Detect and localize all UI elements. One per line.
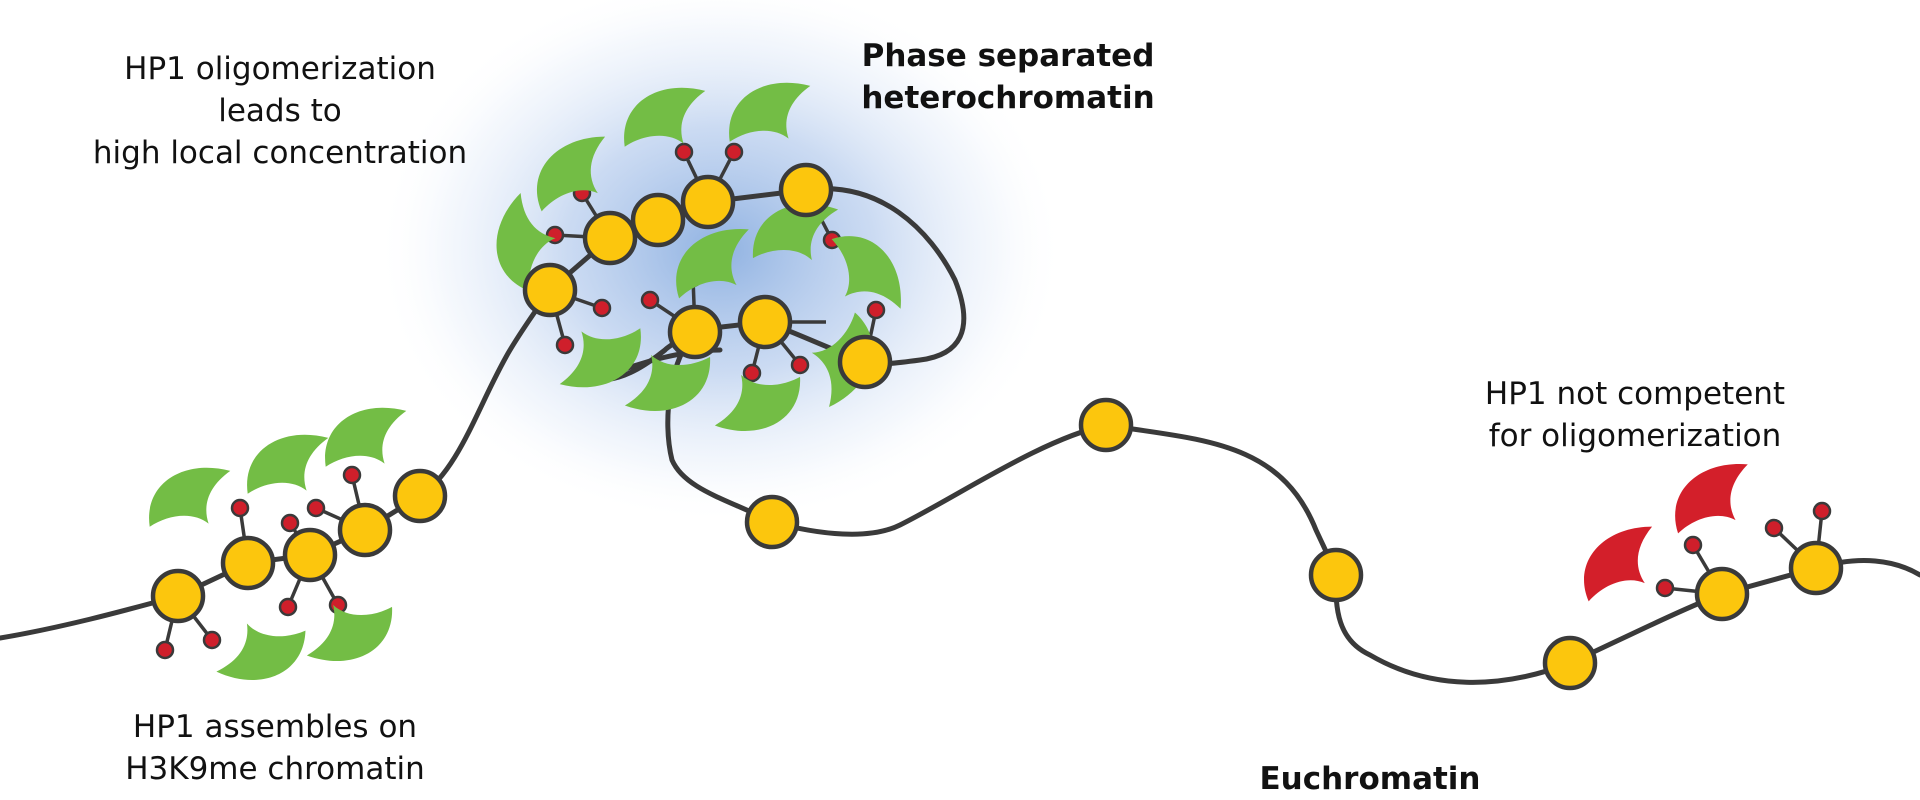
methyl-mark-icon [592, 298, 612, 318]
label-hp1-assembles: HP1 assembles on H3K9me chromatin [125, 709, 425, 787]
methyl-mark-icon [278, 597, 298, 617]
methyl-mark-icon [230, 498, 250, 518]
nucleosomes [150, 162, 1844, 691]
nucleosome-icon [778, 162, 834, 218]
methyl-marks [155, 142, 1832, 660]
methyl-mark-icon [790, 355, 810, 375]
nucleosome-icon [150, 568, 206, 624]
methyl-mark-icon [342, 465, 362, 485]
hp1-protein-icon [149, 467, 231, 527]
label-hp1-not-competent: HP1 not competent for oligomerization [1484, 376, 1786, 454]
methyl-mark-icon [674, 142, 694, 162]
methyl-mark-icon [155, 640, 175, 660]
nucleosome-icon [744, 494, 800, 550]
methyl-mark-icon [1655, 578, 1675, 598]
nucleosome-icon [737, 294, 793, 350]
hp1-protein-icon [306, 599, 393, 666]
methyl-mark-icon [202, 630, 222, 650]
nucleosome-icon [1542, 635, 1598, 691]
methyl-mark-icon [1812, 501, 1832, 521]
hp1-protein-icon [247, 434, 329, 494]
methyl-mark-icon [742, 363, 762, 383]
nucleosome-icon [1694, 566, 1750, 622]
nucleosome-icon [1788, 540, 1844, 596]
nucleosome-icon [392, 468, 448, 524]
methyl-mark-icon [280, 513, 300, 533]
nucleosome-icon [667, 304, 723, 360]
methyl-mark-icon [1683, 535, 1703, 555]
label-euchromatin: Euchromatin [1259, 761, 1481, 797]
methyl-mark-icon [640, 290, 660, 310]
nucleosome-icon [1078, 397, 1134, 453]
nucleosome-icon [1308, 547, 1364, 603]
nucleosome-icon [630, 192, 686, 248]
hp1-protein-icon [215, 616, 307, 689]
hp1-protein-icon [325, 407, 407, 467]
nucleosome-icon [337, 502, 393, 558]
methyl-mark-icon [1764, 518, 1784, 538]
methyl-mark-icon [555, 335, 575, 355]
nucleosome-icon [837, 334, 893, 390]
inactive-hp1-icon [1572, 523, 1667, 602]
nucleosome-icon [220, 535, 276, 591]
methyl-mark-icon [724, 142, 744, 162]
label-phase-separated: Phase separated heterochromatin [861, 38, 1155, 116]
nucleosome-icon [680, 174, 736, 230]
methyl-mark-icon [866, 300, 886, 320]
nucleosome-icon [582, 210, 638, 266]
methyl-mark-icon [306, 498, 326, 518]
nucleosome-icon [282, 527, 338, 583]
inactive-hp1-icon [1667, 461, 1758, 534]
label-hp1-oligomerization: HP1 oligomerization leads to high local … [92, 51, 468, 171]
nucleosome-icon [522, 262, 578, 318]
